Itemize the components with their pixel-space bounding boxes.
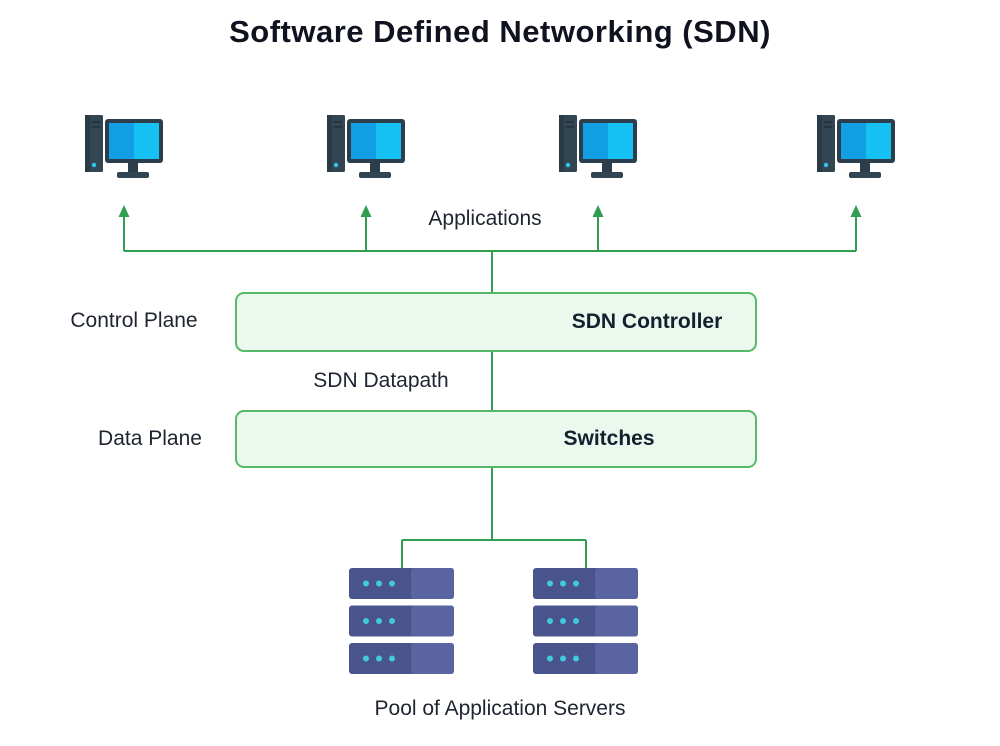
arrow-up-icon — [118, 205, 862, 217]
sdn-controller-label: SDN Controller — [571, 310, 723, 333]
computer-icon — [558, 110, 638, 186]
server-rack-icon — [533, 568, 638, 674]
switches-label: Switches — [563, 427, 655, 450]
pool-of-servers-label: Pool of Application Servers — [374, 697, 626, 720]
control-plane-label: Control Plane — [70, 309, 198, 332]
applications-label: Applications — [428, 207, 542, 230]
computer-icon — [84, 110, 164, 186]
switches-box: Switches — [235, 410, 757, 468]
sdn-datapath-label: SDN Datapath — [313, 369, 449, 392]
diagram-title: Software Defined Networking (SDN) — [229, 14, 771, 49]
computer-icon — [326, 110, 406, 186]
computer-icon — [816, 110, 896, 186]
sdn-controller-box: SDN Controller — [235, 292, 757, 352]
server-rack-icon — [349, 568, 454, 674]
data-plane-label: Data Plane — [98, 427, 202, 450]
